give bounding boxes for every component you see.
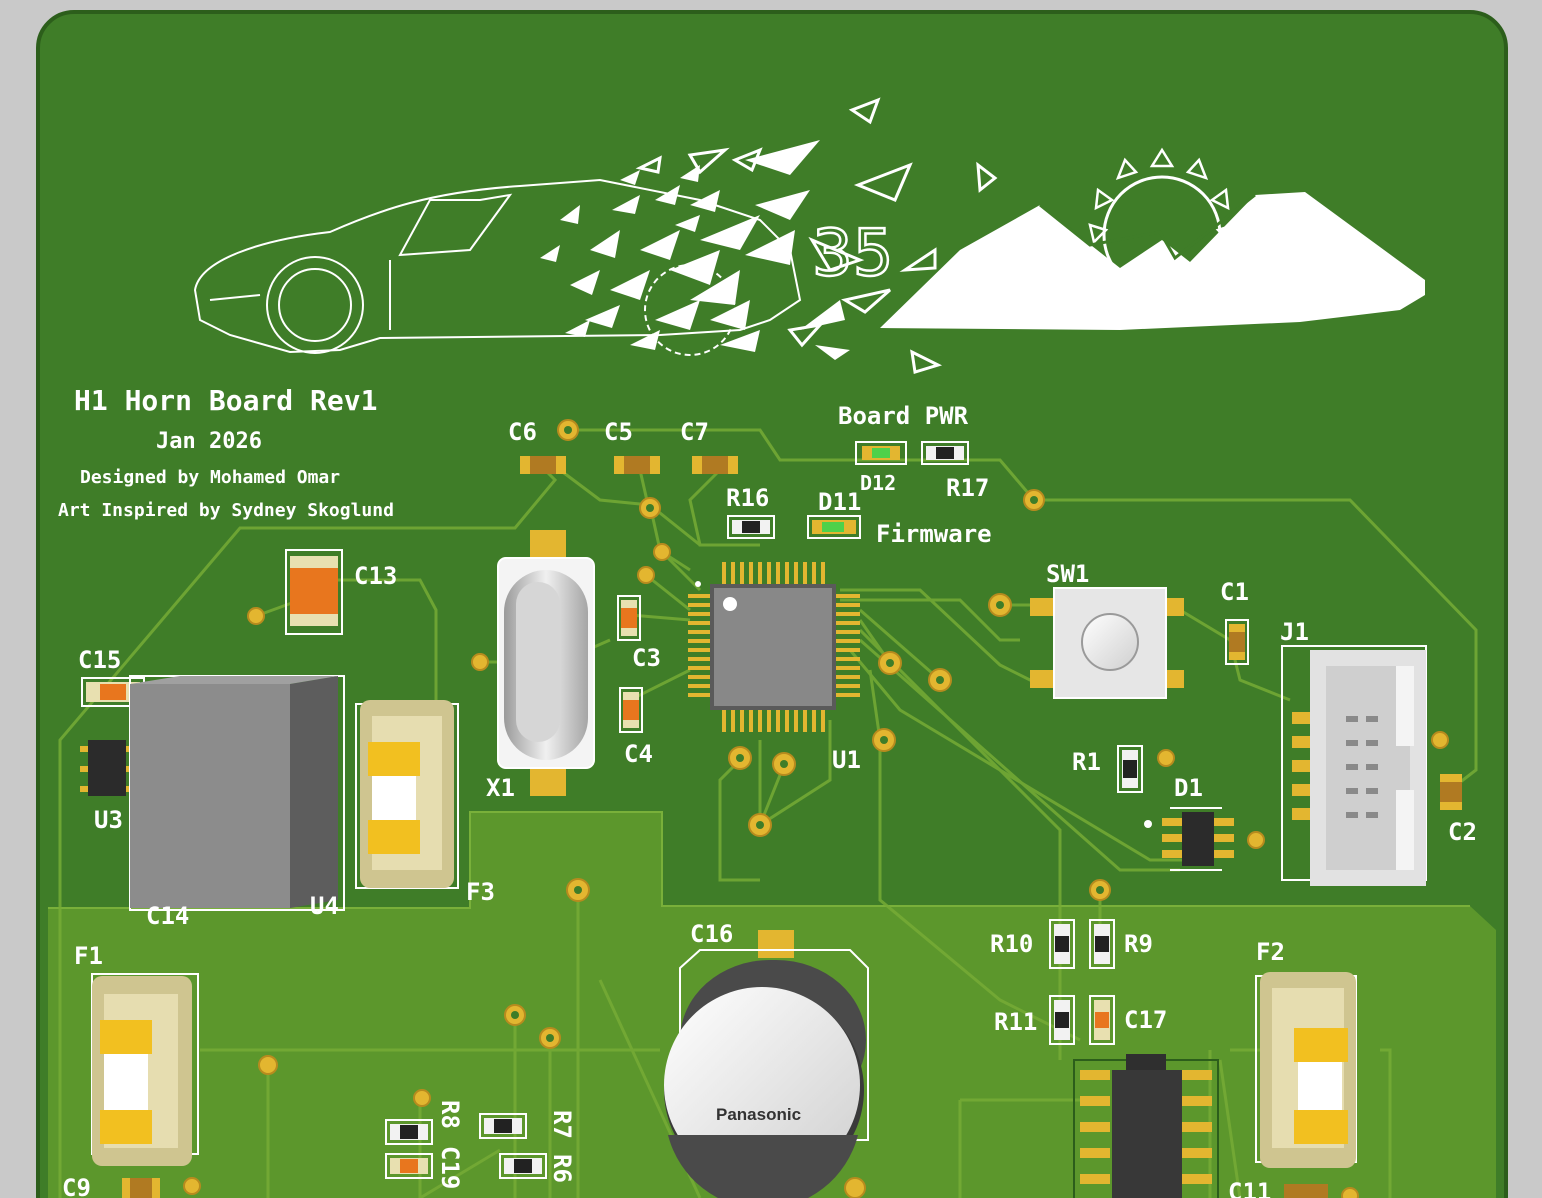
module-u4[interactable]: U4 C14: [129, 675, 345, 930]
cap-c4[interactable]: C4: [619, 687, 653, 768]
shatter-triangles: [540, 140, 850, 360]
board-date: Jan 2026: [156, 429, 262, 454]
resistor-r11[interactable]: R11: [994, 995, 1075, 1045]
resistor-r8[interactable]: R8: [385, 1100, 464, 1145]
designer-credit: Designed by Mohamed Omar: [80, 467, 340, 488]
ref-c16: C16: [690, 920, 733, 948]
fuse-f2[interactable]: F2: [1255, 938, 1357, 1168]
led-d12[interactable]: D12: [855, 441, 907, 495]
ref-c2: C2: [1448, 818, 1477, 846]
ref-c1: C1: [1220, 578, 1249, 606]
art-credit: Art Inspired by Sydney Skoglund: [58, 500, 394, 521]
ref-r9: R9: [1124, 930, 1153, 958]
resistor-r1[interactable]: R1: [1072, 745, 1143, 793]
ref-r17: R17: [946, 474, 989, 502]
cap-c7[interactable]: C7: [680, 418, 738, 474]
fuse-f3[interactable]: F3: [355, 700, 495, 906]
ref-c6: C6: [508, 418, 537, 446]
ref-r6: R6: [548, 1154, 576, 1183]
cap-c11[interactable]: C11: [1228, 1178, 1328, 1198]
board-title: H1 Horn Board Rev1: [74, 384, 377, 417]
ref-c3: C3: [632, 644, 661, 672]
resistor-r10[interactable]: R10: [990, 919, 1075, 969]
ref-u4: U4: [310, 892, 339, 920]
ref-d11: D11: [818, 488, 861, 516]
cap-c2[interactable]: C2: [1440, 774, 1477, 846]
ref-d12: D12: [860, 471, 896, 495]
ref-c15: C15: [78, 646, 121, 674]
ref-r1: R1: [1072, 748, 1101, 776]
ref-d1: D1: [1174, 774, 1203, 802]
connector-j1[interactable]: J1: [1280, 618, 1427, 886]
ref-r8: R8: [436, 1100, 464, 1129]
ref-c17: C17: [1124, 1006, 1167, 1034]
ref-f3: F3: [466, 878, 495, 906]
resistor-r9[interactable]: R9: [1089, 919, 1153, 969]
cap-c13[interactable]: C13: [285, 549, 397, 635]
crystal-x1[interactable]: X1: [486, 530, 595, 802]
ref-c7: C7: [680, 418, 709, 446]
ref-x1: X1: [486, 774, 515, 802]
ref-f2: F2: [1256, 938, 1285, 966]
ref-c13: C13: [354, 562, 397, 590]
cap-c15[interactable]: C15: [78, 646, 145, 707]
cap-c1[interactable]: C1: [1220, 578, 1249, 665]
ref-r10: R10: [990, 930, 1033, 958]
ref-c14: C14: [146, 902, 189, 930]
ref-c5: C5: [604, 418, 633, 446]
cap-c5[interactable]: C5: [604, 418, 660, 474]
ref-c11: C11: [1228, 1178, 1271, 1198]
cap-c19[interactable]: C19: [385, 1146, 464, 1189]
mountain-sun-art: [880, 147, 1425, 330]
ref-c4: C4: [624, 740, 653, 768]
ref-r16: R16: [726, 484, 769, 512]
ref-f1: F1: [74, 942, 103, 970]
art-number: 35: [812, 217, 893, 291]
ref-r7: R7: [548, 1110, 576, 1139]
resistor-r7[interactable]: R7: [479, 1110, 576, 1139]
ref-sw1: SW1: [1046, 560, 1089, 588]
resistor-r6[interactable]: R6: [499, 1153, 576, 1183]
panasonic-label: Panasonic: [716, 1105, 801, 1124]
led-d11[interactable]: D11: [807, 488, 861, 539]
resistor-r17[interactable]: R17: [921, 441, 989, 502]
fuse-f1[interactable]: F1: [74, 942, 199, 1166]
ref-j1: J1: [1280, 618, 1309, 646]
firmware-label: Firmware: [876, 520, 992, 548]
ref-c19: C19: [436, 1146, 464, 1189]
mcu-u1[interactable]: U1: [688, 562, 861, 774]
ref-u3: U3: [94, 806, 123, 834]
ref-c9: C9: [62, 1174, 91, 1198]
driver-ic[interactable]: [1073, 1054, 1219, 1198]
cap-c17[interactable]: C17: [1089, 995, 1167, 1045]
ref-u1: U1: [832, 746, 861, 774]
cap-c9[interactable]: C9: [62, 1174, 160, 1198]
diode-d1[interactable]: D1: [1144, 774, 1234, 871]
cap-c16[interactable]: Panasonic C16: [664, 920, 869, 1198]
regulator-u3[interactable]: U3: [80, 740, 132, 834]
cap-c3[interactable]: C3: [617, 595, 661, 672]
cap-c6[interactable]: C6: [508, 418, 566, 474]
switch-sw1[interactable]: SW1: [1030, 560, 1184, 699]
board-pwr-label: Board PWR: [838, 402, 969, 430]
ref-r11: R11: [994, 1008, 1037, 1036]
resistor-r16[interactable]: R16: [726, 484, 775, 539]
